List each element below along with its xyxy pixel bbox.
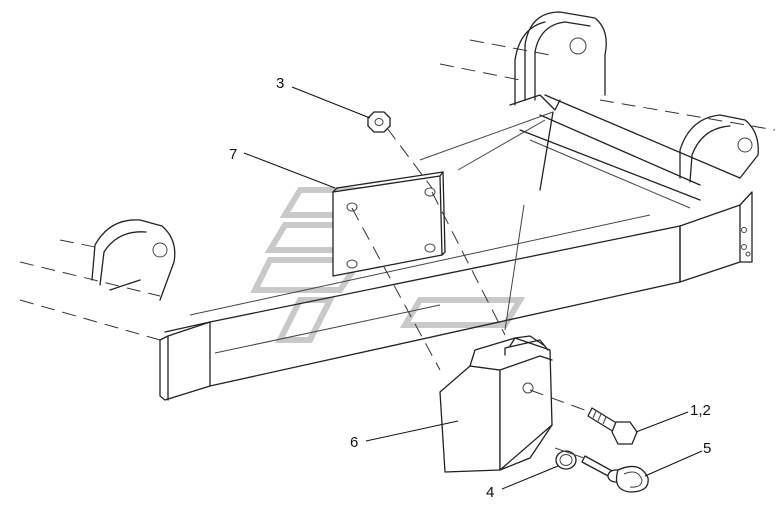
frame-outline	[19, 11, 776, 401]
part-3-nut	[367, 111, 391, 133]
callout-labels: 3 7 6 1,2 5 4	[229, 75, 711, 501]
callout-6: 6	[350, 434, 358, 451]
callout-7: 7	[229, 146, 237, 163]
callout-3: 3	[276, 75, 284, 92]
part-6-block	[439, 335, 553, 473]
callout-1-2: 1,2	[690, 402, 711, 419]
callout-4: 4	[486, 484, 494, 501]
part-4-ring	[555, 450, 577, 470]
leader-lines	[243, 86, 703, 490]
part-5-pin	[581, 455, 649, 493]
part-1-2-bolt	[587, 407, 638, 445]
assembly-axes	[351, 127, 591, 459]
part-7-plate	[332, 171, 446, 277]
callout-5: 5	[703, 440, 711, 457]
